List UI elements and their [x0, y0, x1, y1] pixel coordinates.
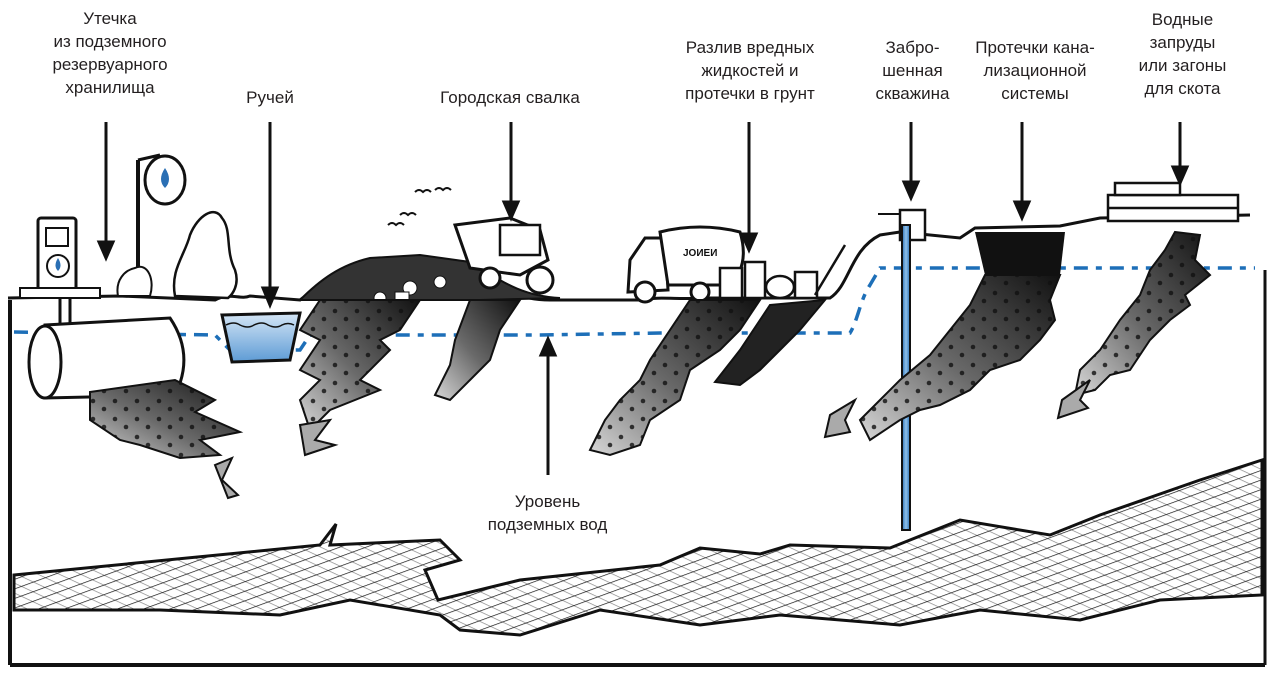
arrows [96, 122, 1190, 475]
shrub [116, 265, 153, 297]
arrow-water-table [538, 335, 558, 475]
arrow-landfill [501, 122, 521, 222]
arrow-tank-leak [96, 122, 116, 262]
label-sewer-leaks: Протечки кана- лизационной системы [975, 38, 1095, 103]
diagram-frame [8, 270, 1267, 667]
plume-spills-2 [713, 298, 828, 387]
plume-landfill-fragment [298, 418, 339, 457]
plume-sewer [860, 275, 1060, 440]
plume-spills-fragment [823, 397, 858, 439]
arrow-abandoned-well [901, 122, 921, 202]
underground-tank [27, 298, 186, 400]
fuel-pump [19, 216, 101, 299]
label-ponds: Водные запруды или загоны для скота [1138, 10, 1227, 98]
label-landfill: Городская свалка [440, 88, 580, 107]
label-water-table: Уровень подземных вод [487, 492, 608, 534]
contamination-plumes [89, 230, 1212, 500]
sewer-trench [975, 232, 1065, 275]
plume-ponds [1075, 232, 1210, 395]
arrow-spills [739, 122, 759, 254]
arrow-stream [260, 122, 280, 309]
plume-tank [90, 380, 240, 458]
arrow-ponds [1170, 122, 1190, 187]
label-spills: Разлив вредных жидкостей и протечки в гр… [685, 38, 815, 103]
bedrock-layer [12, 457, 1264, 637]
bush [172, 211, 238, 300]
label-stream: Ручей [246, 88, 294, 107]
plume-landfill-2 [433, 299, 522, 402]
plume-spills [590, 300, 760, 455]
barrels [718, 244, 847, 300]
label-tank-leak: Утечка из подземного резервуарного храни… [52, 9, 168, 97]
livestock-pen [1106, 181, 1240, 223]
arrow-sewer [1012, 122, 1032, 222]
truck-tank-text: ЈОИЕИ [683, 248, 717, 259]
landfill [297, 253, 561, 305]
plume-ponds-fragment [1056, 379, 1091, 420]
label-abandoned-well: Забро- шенная скважина [875, 38, 950, 103]
stream [220, 311, 302, 364]
plume-landfill [300, 300, 420, 430]
bulldozer [452, 216, 555, 295]
plume-tank-fragment [213, 456, 240, 500]
birds [387, 187, 452, 227]
water-table-line [13, 266, 1255, 352]
